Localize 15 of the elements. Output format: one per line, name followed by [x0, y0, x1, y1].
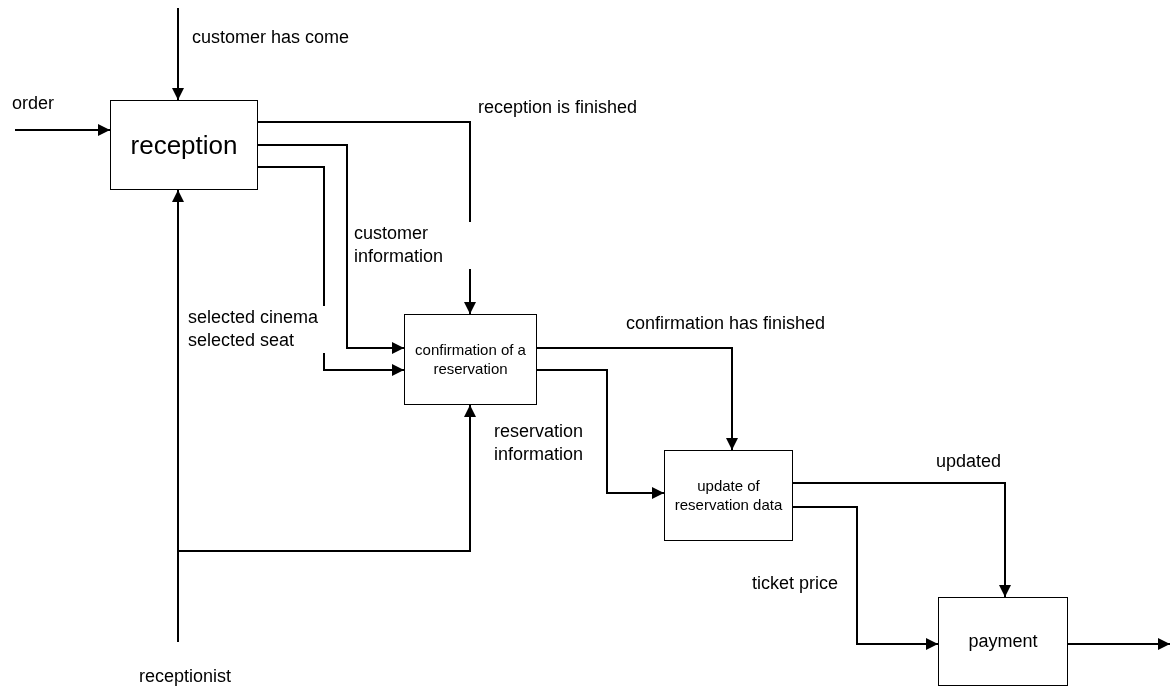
arrow — [14, 124, 111, 136]
process-box: reception — [110, 100, 258, 190]
process-box: confirmation of a reservation — [404, 314, 537, 405]
arrow — [1067, 638, 1171, 650]
node-label: receptionist — [138, 666, 232, 687]
arrow — [536, 347, 738, 451]
process-box: payment — [938, 597, 1068, 686]
arrow — [172, 7, 184, 101]
arrow — [177, 404, 476, 643]
arrow — [257, 121, 476, 315]
arrow — [257, 144, 405, 354]
process-box: update of reservation data — [664, 450, 793, 541]
arrow — [792, 482, 1011, 598]
arrow — [792, 506, 939, 650]
arrow — [536, 369, 665, 499]
